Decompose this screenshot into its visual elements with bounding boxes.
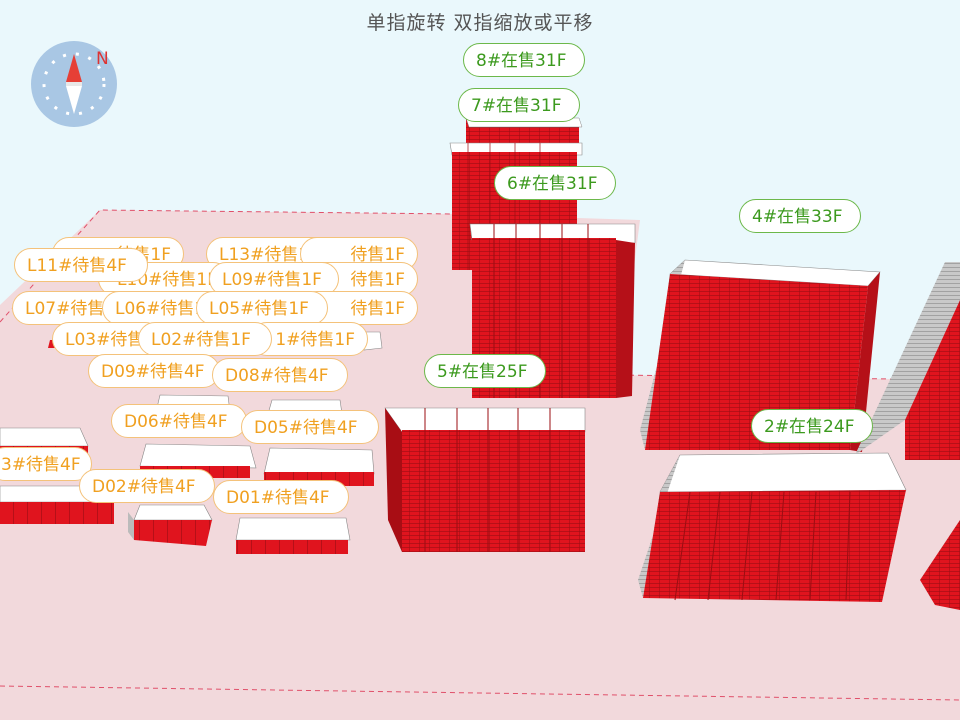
site-boundary-line-bottom <box>0 685 960 701</box>
north-label: N <box>96 49 109 69</box>
label-building-d02[interactable]: D02#待售4F <box>79 469 215 503</box>
label-building-d01[interactable]: D01#待售4F <box>213 480 349 514</box>
label-building-4[interactable]: 4#在售33F <box>739 199 861 233</box>
label-building-7[interactable]: 7#在售31F <box>458 88 580 122</box>
label-building-d09[interactable]: D09#待售4F <box>88 354 220 388</box>
label-building-l05[interactable]: L05#待售1F <box>196 291 328 325</box>
label-building-d06[interactable]: D06#待售4F <box>111 404 247 438</box>
label-pending-back-7[interactable]: 1#待售1F <box>250 322 368 356</box>
building-1-tower[interactable] <box>920 520 960 610</box>
label-building-8[interactable]: 8#在售31F <box>463 43 585 77</box>
gesture-hint: 单指旋转 双指缩放或平移 <box>366 12 594 34</box>
building-5-tower[interactable] <box>384 407 586 552</box>
label-building-l02[interactable]: L02#待售1F <box>138 322 272 356</box>
label-building-2[interactable]: 2#在售24F <box>751 409 873 443</box>
label-building-5[interactable]: 5#在售25F <box>424 354 546 388</box>
building-2-tower[interactable] <box>638 452 907 602</box>
label-building-d05[interactable]: D05#待售4F <box>241 410 379 444</box>
label-building-d08[interactable]: D08#待售4F <box>212 358 348 392</box>
label-building-d03[interactable]: 3#待售4F <box>0 447 92 481</box>
building-3-tower[interactable] <box>855 262 960 460</box>
label-building-l11[interactable]: L11#待售4F <box>14 248 148 282</box>
building-4-tower[interactable] <box>640 259 881 452</box>
building-d01-block[interactable] <box>235 517 351 554</box>
label-building-l09[interactable]: L09#待售1F <box>209 262 339 296</box>
building-d02-left-block[interactable] <box>0 485 114 524</box>
building-d02-block[interactable] <box>128 504 213 546</box>
compass-icon[interactable]: N <box>30 40 118 128</box>
label-building-6[interactable]: 6#在售31F <box>494 166 616 200</box>
